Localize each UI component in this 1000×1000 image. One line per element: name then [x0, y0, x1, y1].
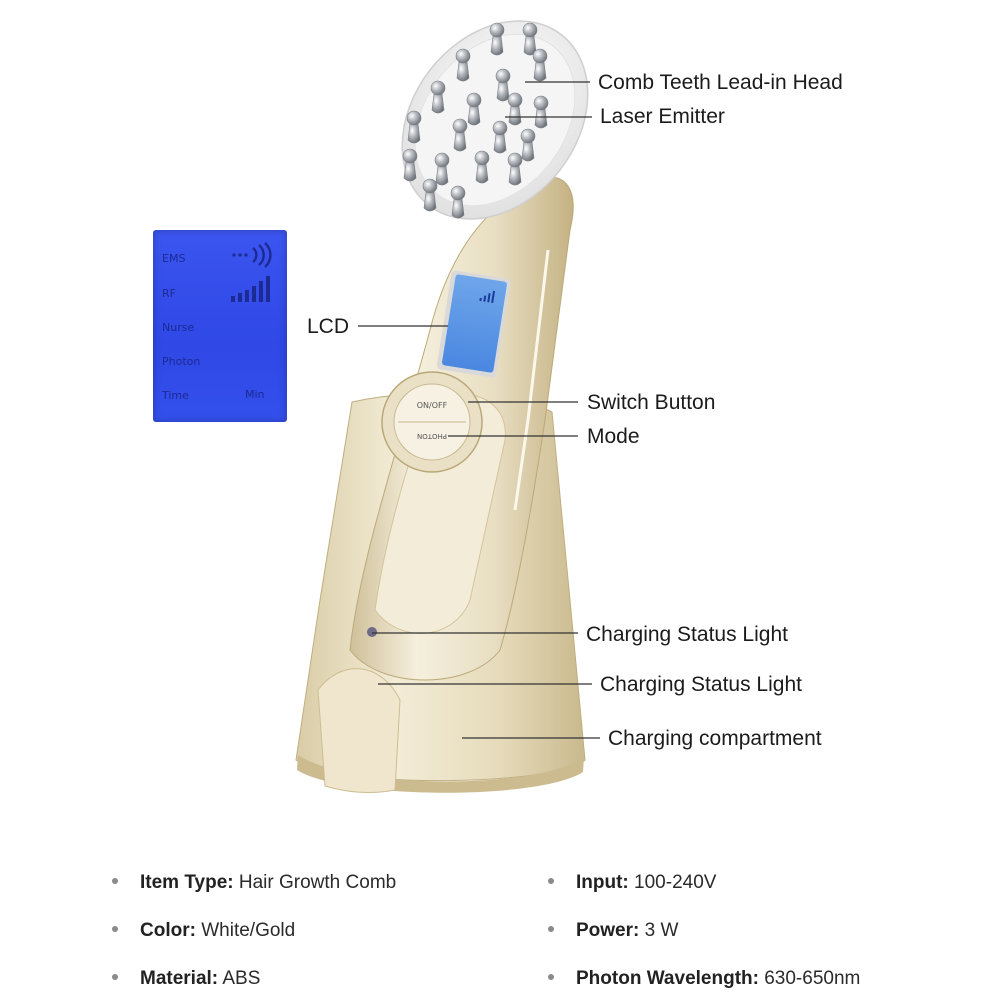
comb-pin-tip	[522, 22, 538, 38]
lcd-label-photon: Photon	[162, 355, 201, 368]
bullet-icon	[548, 973, 554, 980]
spec-value: Hair Growth Comb	[238, 872, 397, 893]
label-laser-emitter: Laser Emitter	[600, 105, 725, 128]
label-switch-button: Switch Button	[587, 391, 716, 414]
comb-pin-tip	[452, 118, 468, 134]
comb-pin-tip	[402, 148, 418, 164]
comb-pin	[451, 198, 465, 219]
comb-pin	[403, 161, 417, 182]
comb-pin	[534, 108, 548, 129]
spec-key: Input:	[576, 872, 629, 893]
comb-pin-tip	[434, 152, 450, 168]
label-mode: Mode	[587, 425, 640, 448]
comb-pin-tip	[507, 152, 523, 168]
lcd-label-time: Time	[162, 389, 189, 402]
comb-pin-tip	[495, 68, 511, 84]
spec-power: Power: 3 W	[548, 921, 678, 940]
spec-item-type: Item Type: Hair Growth Comb	[112, 873, 396, 892]
bullet-icon	[112, 877, 118, 884]
lcd-zoom-inset: EMS RF Nurse Photon Time Min	[153, 230, 287, 422]
comb-pin	[453, 131, 467, 152]
comb-pin	[467, 105, 481, 126]
comb-pin	[435, 165, 449, 186]
spec-key: Photon Wavelength:	[576, 968, 759, 989]
comb-pin-tip	[455, 48, 471, 64]
comb-pin-tip	[422, 178, 438, 194]
spec-value: ABS	[222, 968, 261, 989]
label-lcd: LCD	[307, 315, 350, 338]
comb-pin-tip	[533, 95, 549, 111]
bullet-icon	[548, 925, 554, 932]
label-charging-compartment: Charging compartment	[608, 727, 822, 750]
bullet-icon	[112, 973, 118, 980]
spec-material: Material: ABS	[112, 969, 260, 988]
spec-value: 630-650nm	[764, 968, 861, 989]
sound-wave-icon	[232, 242, 272, 268]
comb-pin	[490, 35, 504, 56]
spec-color: Color: White/Gold	[112, 921, 295, 940]
spec-value: 3 W	[644, 920, 679, 941]
comb-pin	[423, 191, 437, 212]
spec-photon-wavelength: Photon Wavelength: 630-650nm	[548, 969, 860, 988]
comb-pin	[407, 123, 421, 144]
lcd-label-min: Min	[245, 388, 265, 401]
comb-pin	[493, 133, 507, 154]
label-charging-status-light-1: Charging Status Light	[586, 623, 788, 646]
comb-pin	[431, 93, 445, 114]
bullet-icon	[112, 925, 118, 932]
lcd-label-ems: EMS	[162, 252, 186, 265]
signal-bars-icon	[231, 276, 270, 302]
spec-key: Power:	[576, 920, 640, 941]
lcd-label-nurse: Nurse	[162, 321, 195, 334]
spec-value: White/Gold	[201, 920, 296, 941]
spec-value: 100-240V	[634, 872, 717, 893]
label-charging-status-light-2: Charging Status Light	[600, 673, 802, 696]
comb-pin	[533, 61, 547, 82]
comb-pin	[508, 105, 522, 126]
comb-pin-tip	[450, 185, 466, 201]
button-photon-text: PHOTON	[417, 432, 447, 440]
spec-key: Material:	[140, 968, 219, 989]
comb-pin-tip	[532, 48, 548, 64]
comb-pin-tip	[406, 110, 422, 126]
comb-pin-tip	[466, 92, 482, 108]
comb-pin	[521, 141, 535, 162]
comb-pin	[456, 61, 470, 82]
spec-input: Input: 100-240V	[548, 873, 716, 892]
spec-key: Color:	[140, 920, 196, 941]
comb-pin-tip	[492, 120, 508, 136]
comb-pin	[508, 165, 522, 186]
comb-pin-tip	[474, 150, 490, 166]
label-comb-teeth-head: Comb Teeth Lead-in Head	[598, 71, 843, 94]
button-on-off-text: ON/OFF	[417, 401, 448, 410]
spec-key: Item Type:	[140, 872, 234, 893]
bullet-icon	[548, 877, 554, 884]
comb-pin-tip	[520, 128, 536, 144]
comb-pin-tip	[489, 22, 505, 38]
lcd-label-rf: RF	[162, 287, 176, 300]
comb-pin-tip	[507, 92, 523, 108]
comb-pin-tip	[430, 80, 446, 96]
comb-pin	[475, 163, 489, 184]
